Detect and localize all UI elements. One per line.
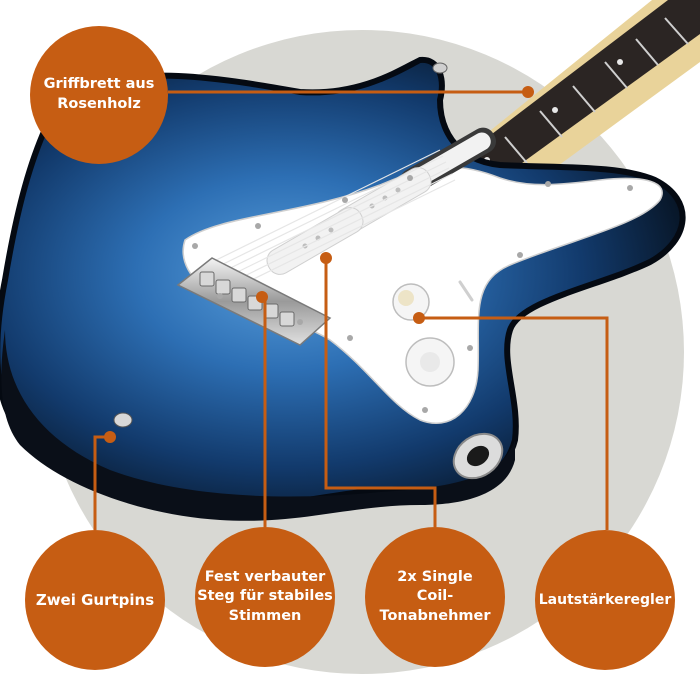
callout-griffbrett: Griffbrett aus Rosenholz xyxy=(30,26,168,164)
strap-pins xyxy=(113,62,448,428)
dot-steg xyxy=(256,291,268,303)
control-knobs xyxy=(392,280,474,387)
dot-gurtpins xyxy=(104,431,116,443)
callout-tonabnehmer-text: 2x Single Coil-Tonabnehmer xyxy=(379,568,491,624)
callout-lines xyxy=(93,86,609,530)
callout-griffbrett-text: Griffbrett aus Rosenholz xyxy=(43,76,155,112)
output-jack xyxy=(452,432,504,480)
callout-lautstaerke: Lautstärkeregler xyxy=(535,530,675,670)
bridge xyxy=(176,257,332,346)
line-tonabnehmer xyxy=(324,260,437,527)
dot-tonabnehmer xyxy=(320,252,332,264)
line-lautstaerke xyxy=(422,316,609,530)
line-gurtpins xyxy=(93,435,108,530)
callout-tonabnehmer: 2x Single Coil-Tonabnehmer xyxy=(365,527,505,667)
callout-steg: Fest verbauter Steg für stabiles Stimmen xyxy=(195,527,335,667)
callout-steg-text: Fest verbauter Steg für stabiles Stimmen xyxy=(197,568,333,624)
dot-griffbrett xyxy=(522,86,534,98)
pickguard-screws xyxy=(192,175,633,413)
callout-gurtpins-text: Zwei Gurtpins xyxy=(35,590,155,609)
dot-lautstaerke xyxy=(413,312,425,324)
callout-gurtpins: Zwei Gurtpins xyxy=(25,530,165,670)
strings xyxy=(199,149,456,299)
callout-lautstaerke-text: Lautstärkeregler xyxy=(538,591,672,608)
